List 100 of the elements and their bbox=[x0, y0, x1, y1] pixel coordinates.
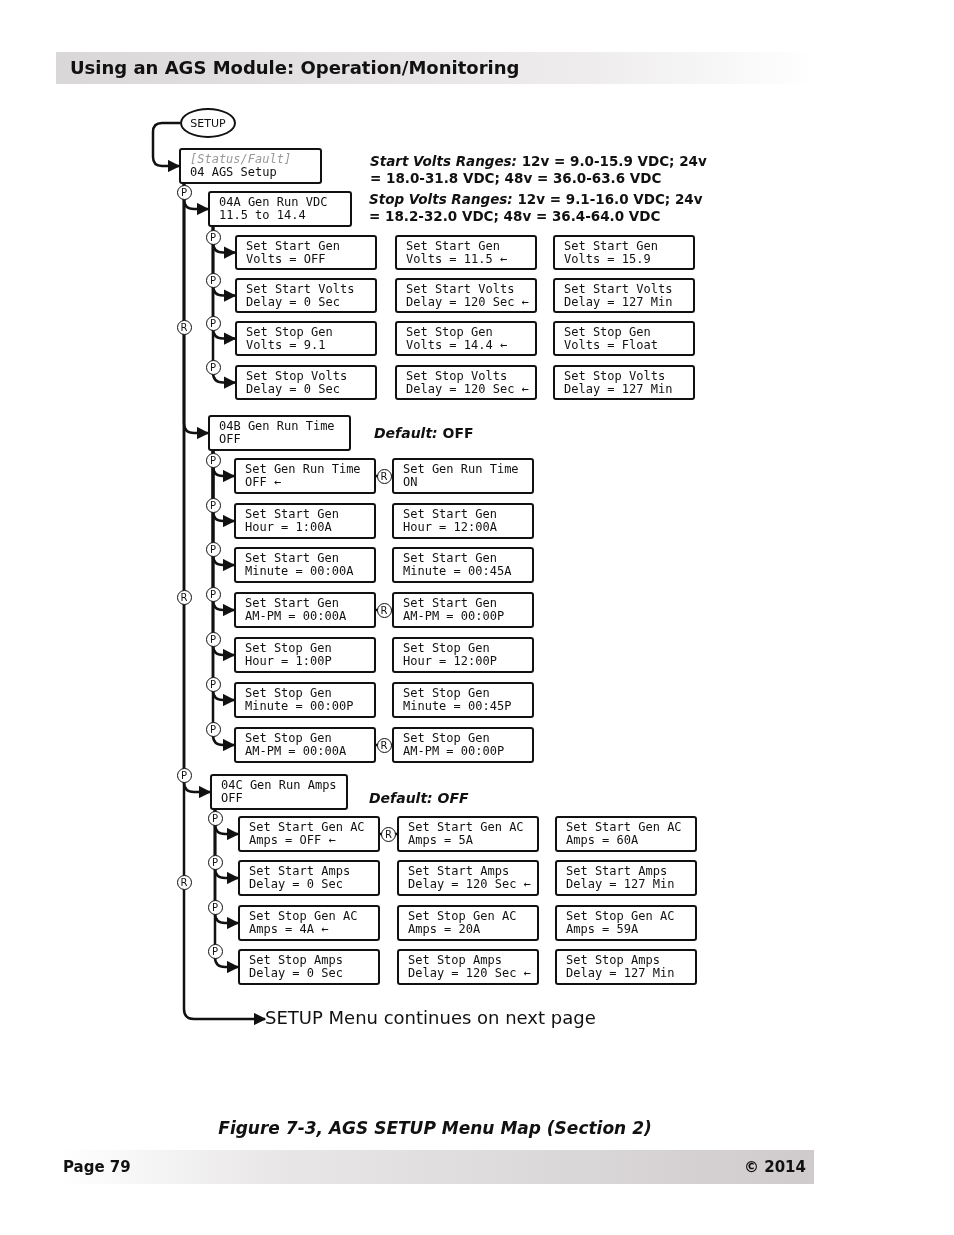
display-text: Volts = 9.1 bbox=[246, 339, 326, 352]
display-box bbox=[397, 860, 539, 896]
display-box bbox=[555, 905, 697, 941]
display-box bbox=[392, 592, 534, 628]
display-text: Delay = 120 Sec ← bbox=[408, 967, 531, 980]
display-text: Set Start Amps bbox=[408, 865, 510, 878]
edge-label: P bbox=[205, 676, 221, 692]
edge-label: P bbox=[207, 943, 223, 959]
page-number: Page 79 bbox=[63, 1158, 131, 1176]
edge-label: P bbox=[205, 631, 221, 647]
display-box bbox=[555, 860, 697, 896]
display-text: Delay = 0 Sec bbox=[246, 383, 340, 396]
display-box bbox=[234, 458, 376, 494]
edge-label: R bbox=[176, 874, 192, 890]
display-box bbox=[397, 816, 539, 852]
display-box bbox=[392, 637, 534, 673]
display-text: Amps = OFF ← bbox=[249, 834, 336, 847]
display-box bbox=[397, 905, 539, 941]
display-text: Set Stop Gen AC bbox=[249, 910, 358, 923]
edge-label: P bbox=[205, 586, 221, 602]
display-text: OFF ← bbox=[245, 476, 282, 489]
edge-label: R bbox=[376, 737, 392, 753]
display-box bbox=[234, 637, 376, 673]
display-text: Delay = 0 Sec bbox=[249, 967, 343, 980]
display-text: Set Start Gen bbox=[564, 240, 658, 253]
display-text: Volts = 11.5 ← bbox=[406, 253, 508, 266]
edge-label: P bbox=[207, 854, 223, 870]
menu-heading-box bbox=[208, 415, 351, 451]
display-text: Set Stop Gen bbox=[564, 326, 651, 339]
edge-label: P bbox=[205, 272, 221, 288]
display-text: Minute = 00:45A bbox=[403, 565, 512, 578]
display-text: Set Stop Gen bbox=[245, 732, 332, 745]
menu-heading-box bbox=[179, 148, 322, 184]
display-text: Minute = 00:00P bbox=[245, 700, 354, 713]
edge-label: P bbox=[205, 541, 221, 557]
display-box bbox=[555, 816, 697, 852]
display-text: Set Start Gen bbox=[403, 508, 497, 521]
display-box bbox=[234, 682, 376, 718]
display-box bbox=[238, 860, 380, 896]
edge-label: P bbox=[205, 359, 221, 375]
display-text: Set Stop Gen bbox=[403, 642, 490, 655]
display-box bbox=[555, 949, 697, 985]
display-text: Set Stop Gen bbox=[245, 687, 332, 700]
display-text: Set Start Gen bbox=[245, 597, 339, 610]
display-text: Set Start Amps bbox=[249, 865, 351, 878]
display-box bbox=[234, 547, 376, 583]
arrow bbox=[213, 810, 240, 974]
edge-label: P bbox=[205, 315, 221, 331]
edge-label: P bbox=[205, 721, 221, 737]
display-box bbox=[238, 949, 380, 985]
display-box bbox=[395, 321, 537, 356]
page-title: Using an AGS Module: Operation/Monitoring bbox=[70, 57, 520, 78]
display-text: Amps = 59A bbox=[566, 923, 639, 936]
display-text: Set Stop Gen AC bbox=[566, 910, 675, 923]
display-text: OFF bbox=[221, 792, 243, 805]
display-box bbox=[397, 949, 539, 985]
default-note: Default: OFF bbox=[374, 425, 474, 441]
display-text: 11.5 to 14.4 bbox=[219, 209, 306, 222]
display-text: Delay = 127 Min bbox=[566, 967, 675, 980]
display-box bbox=[238, 905, 380, 941]
display-text: Delay = 120 Sec ← bbox=[406, 296, 529, 309]
arrow bbox=[151, 121, 181, 173]
display-box bbox=[553, 235, 695, 270]
display-text: Volts = OFF bbox=[246, 253, 326, 266]
display-text: Delay = 0 Sec bbox=[246, 296, 340, 309]
edge-label: R bbox=[376, 602, 392, 618]
edge-label: P bbox=[205, 497, 221, 513]
display-text: Volts = 15.9 bbox=[564, 253, 651, 266]
display-box bbox=[392, 547, 534, 583]
display-text: Volts = Float bbox=[564, 339, 658, 352]
arrow bbox=[182, 184, 267, 1026]
display-box bbox=[392, 503, 534, 539]
display-text: 04B Gen Run Time bbox=[219, 420, 335, 433]
display-text: AM-PM = 00:00A bbox=[245, 745, 347, 758]
display-text: Set Stop Gen bbox=[403, 687, 490, 700]
display-text: Delay = 120 Sec ← bbox=[408, 878, 531, 891]
display-box bbox=[235, 278, 377, 313]
display-text: Hour = 1:00A bbox=[245, 521, 332, 534]
display-text: [Status/Fault] bbox=[190, 153, 292, 166]
display-text: AM-PM = 00:00P bbox=[403, 610, 505, 623]
display-box bbox=[392, 682, 534, 718]
edge-label: P bbox=[205, 452, 221, 468]
display-box bbox=[235, 321, 377, 356]
display-text: Hour = 12:00P bbox=[403, 655, 497, 668]
arrow bbox=[211, 227, 237, 389]
menu-heading-box bbox=[210, 774, 348, 810]
display-text: Set Gen Run Time bbox=[403, 463, 519, 476]
display-text: Delay = 120 Sec ← bbox=[406, 383, 529, 396]
edge-label: P bbox=[205, 229, 221, 245]
display-box bbox=[392, 458, 534, 494]
display-text: Hour = 1:00P bbox=[245, 655, 332, 668]
display-text: Set Gen Run Time bbox=[245, 463, 361, 476]
display-text: Set Stop Amps bbox=[249, 954, 343, 967]
display-text: Set Start Volts bbox=[564, 283, 673, 296]
display-box bbox=[234, 503, 376, 539]
display-text: Set Stop Volts bbox=[246, 370, 348, 383]
edge-label: P bbox=[207, 810, 223, 826]
display-text: Set Stop Volts bbox=[406, 370, 508, 383]
display-text: Set Stop Volts bbox=[564, 370, 666, 383]
display-text: Minute = 00:00A bbox=[245, 565, 354, 578]
